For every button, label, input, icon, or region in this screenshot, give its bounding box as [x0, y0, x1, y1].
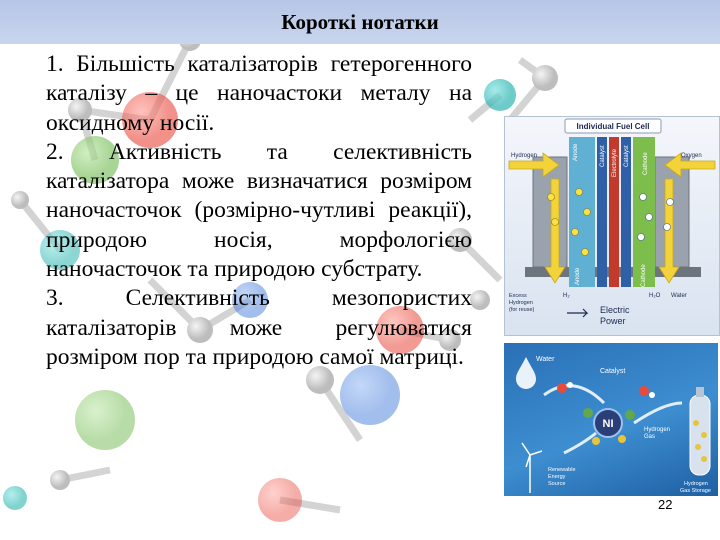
- catalyst-label-left: Catalyst: [600, 145, 606, 167]
- catalyst-label-h2: Catalyst: [600, 368, 625, 375]
- water-label: Water: [671, 293, 687, 299]
- electrolyte-label: Electrolyte: [612, 148, 618, 177]
- excess-hydrogen-label-1: Excess: [509, 293, 527, 299]
- fuel-cell-title: Individual Fuel Cell: [577, 122, 650, 131]
- slide-title: Короткі нотатки: [281, 9, 439, 34]
- h2o-label: H₂O: [649, 293, 661, 299]
- page-number: 22: [658, 497, 673, 512]
- wind-turbine-icon: [521, 442, 543, 493]
- notes-body: 1. Більшість каталізаторів гетерогенного…: [46, 50, 472, 372]
- renewable-label-2: Energy: [548, 474, 566, 480]
- hydrogen-gas-label-2: Gas: [644, 434, 655, 440]
- gas-cylinder-icon: [689, 387, 711, 476]
- oxygen-label: Oxygen: [681, 153, 702, 159]
- anode-label-top: Anode: [573, 143, 579, 161]
- ni-label: NI: [603, 418, 614, 430]
- hydrogen-label: Hydrogen: [511, 153, 537, 159]
- hydrogen-generation-diagram: Water Catalyst NI Hydrogen Gas Renewable…: [504, 343, 718, 496]
- storage-label-2: Gas Storage: [680, 488, 711, 494]
- water-label-h2: Water: [536, 356, 555, 363]
- title-bar: Короткі нотатки: [0, 0, 720, 44]
- excess-hydrogen-label-3: (for reuse): [509, 307, 535, 313]
- fuel-cell-diagram: Individual Fuel Cell Anode Catalyst Elec…: [504, 116, 720, 336]
- electric-power-label-1: Electric: [600, 305, 630, 315]
- electric-power-label-2: Power: [600, 316, 626, 326]
- h2-label: H₂: [563, 293, 570, 299]
- excess-hydrogen-label-2: Hydrogen: [509, 300, 533, 306]
- cathode-label-top: Cathode: [643, 152, 649, 175]
- cathode-label-bottom: Cathode: [641, 264, 647, 287]
- catalyst-label-right: Catalyst: [624, 145, 630, 167]
- note-item-2: 2. Активність та селективність каталізат…: [46, 138, 472, 283]
- note-item-3: 3. Селективність мезопористих каталізато…: [46, 285, 472, 370]
- renewable-label-3: Source: [548, 481, 565, 487]
- storage-label-1: Hydrogen: [684, 481, 708, 487]
- renewable-label-1: Renewable: [548, 467, 576, 473]
- water-drop-icon: [516, 357, 536, 389]
- hydrogen-gas-label-1: Hydrogen: [644, 427, 670, 433]
- anode-label-bottom: Anode: [575, 267, 581, 285]
- note-item-1: 1. Більшість каталізаторів гетерогенного…: [46, 51, 472, 136]
